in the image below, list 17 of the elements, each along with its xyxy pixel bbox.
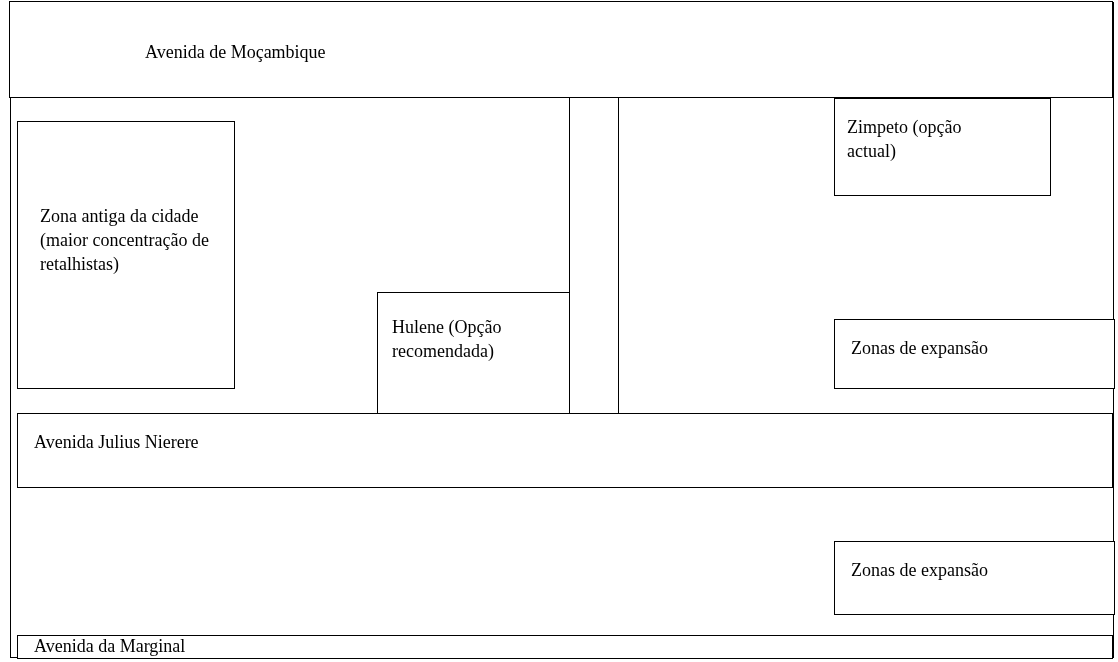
zone-label: Hulene (Opção recomendada) — [392, 316, 502, 363]
road-band — [17, 413, 1113, 488]
zone-label: Zonas de expansão — [851, 337, 988, 360]
zone-label: Zonas de expansão — [851, 559, 988, 582]
street-name: Avenida da Marginal — [34, 635, 186, 658]
road-strip — [569, 98, 619, 415]
zone-box — [17, 121, 235, 389]
zone-label: Zimpeto (opção actual) — [847, 116, 963, 163]
road-band — [9, 1, 1113, 98]
zone-box — [377, 292, 571, 415]
street-name: Avenida Julius Nierere — [34, 431, 199, 454]
street-name: Avenida de Moçambique — [145, 41, 326, 64]
zone-label: Zona antiga da cidade (maior concentração de retalhistas) — [40, 205, 210, 276]
road-band — [17, 635, 1113, 659]
zone-box — [834, 98, 1051, 196]
zone-box — [834, 319, 1115, 389]
zone-box — [834, 541, 1115, 615]
